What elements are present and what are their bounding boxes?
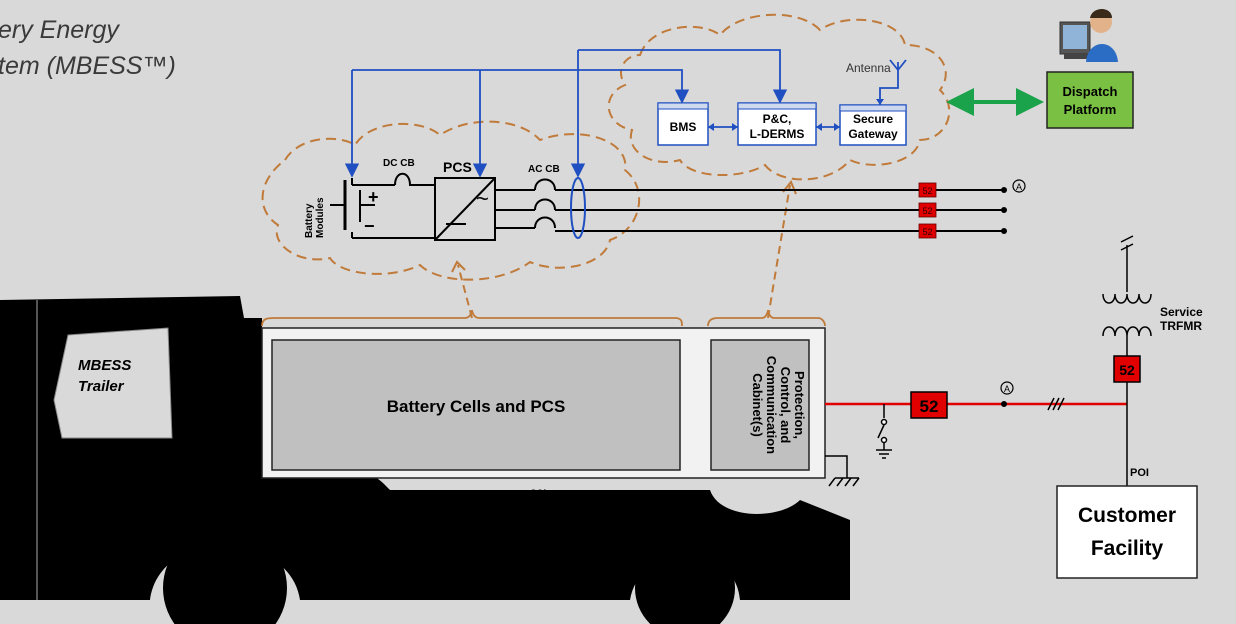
customer-label-1: Customer [1078,504,1176,527]
svg-text:Protection,: Protection, [792,371,807,439]
trailer-label-2: Trailer [78,378,125,395]
trailer-ground [825,455,860,487]
power-circuit [330,172,1003,241]
cabinet-label: Protection, Control, and Communication C… [750,356,807,454]
svg-text:A: A [1004,384,1010,394]
trfmr-label-2: TRFMR [1160,319,1202,333]
bms-block: BMS [657,102,709,146]
title-line-1: ery Energy [0,16,119,44]
gateway-label-1: Secure [853,112,893,126]
dispatch-label-1: Dispatch [1063,84,1118,99]
battery-cells-label: Battery Cells and PCS [387,397,566,416]
svg-text:Cabinet(s): Cabinet(s) [750,373,765,437]
bms-label: BMS [670,120,697,134]
svg-text:A: A [1016,182,1022,192]
pcs-label: PCS [443,159,472,175]
svg-text:~: ~ [476,186,489,211]
pc-lderms-block: P&C, L-DERMS [737,102,817,146]
svg-text:Modules: Modules [315,197,326,238]
antenna-icon [889,59,907,78]
battery-modules-label: Battery Modules [304,197,326,238]
svg-text:−: − [364,216,375,236]
cabinet-brace [707,309,826,327]
truck [0,296,850,624]
secure-gateway-block: Secure Gateway [839,104,907,146]
service-breaker [1113,355,1141,383]
battery-cloud-pointer [457,264,473,319]
gateway-label-2: Gateway [848,127,898,141]
cabinet-block [710,339,810,471]
comm-cloud [607,13,951,181]
bus-breakers: 52 52 52 [918,182,937,239]
svg-text:Communication: Communication [764,356,779,454]
customer-label-2: Facility [1091,537,1164,560]
dispatch-label-2: Platform [1064,102,1117,117]
battery-cells-block [271,339,681,471]
lderms-label: L-DERMS [750,127,805,141]
cabinet-cloud-pointer [767,184,791,319]
node-a-feeder [1000,381,1014,395]
node-a-top [1012,179,1026,193]
pc-label: P&C, [763,112,792,126]
grounding-switch [876,404,892,459]
dc-cb-label: DC CB [383,158,415,169]
poi-label: POI [1130,467,1149,479]
ac-cb-label: AC CB [528,164,560,175]
antenna-label: Antenna [846,61,891,75]
ct-sensor [570,177,586,239]
svg-text:52: 52 [922,227,932,237]
trailer-label-1: MBESS [78,357,131,374]
customer-facility-block [1056,485,1198,579]
svg-text:52: 52 [922,206,932,216]
svg-text:Battery: Battery [304,203,315,238]
trfmr-label-1: Service [1160,305,1203,319]
service-line [1102,235,1152,486]
main-breaker [910,391,948,419]
battery-brace [261,309,683,327]
title-line-2: tem (MBESS™) [0,52,176,80]
dim-length-label: 20' [530,487,546,501]
svg-text:Control, and: Control, and [778,367,793,444]
diagram-title: ery Energy tem (MBESS™) [0,12,176,84]
dispatch-platform-block: Dispatch Platform [1046,71,1134,129]
svg-text:52: 52 [1119,362,1135,378]
svg-text:+: + [368,187,379,207]
operator-icon [1059,9,1118,62]
dim-height-label: 8' [247,401,257,415]
svg-text:52: 52 [920,397,939,416]
svg-text:52: 52 [922,186,932,196]
power-cloud [261,120,641,281]
